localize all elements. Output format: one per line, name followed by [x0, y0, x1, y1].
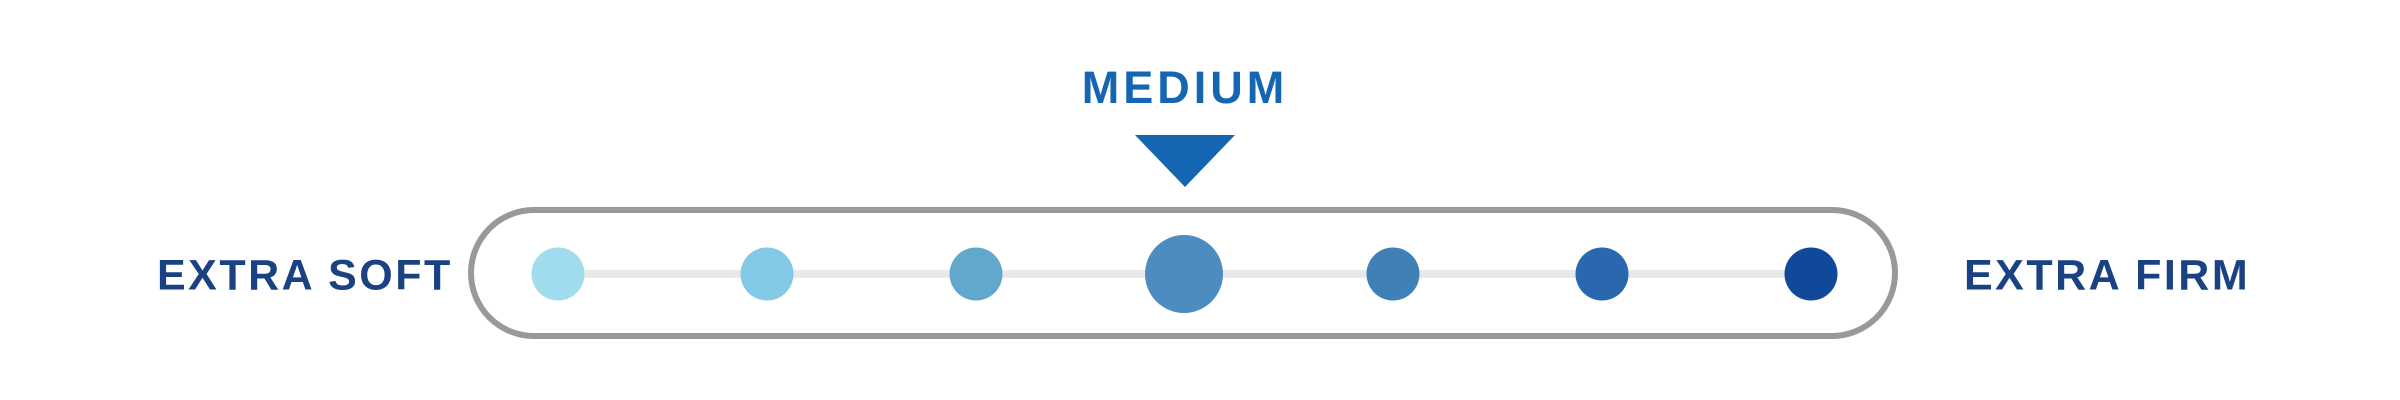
firmness-dot-2 — [740, 247, 794, 301]
pointer-triangle-icon — [1135, 135, 1235, 187]
firmness-dot-6 — [1575, 247, 1629, 301]
extra-soft-label: EXTRA SOFT — [157, 251, 453, 300]
firmness-dot-7 — [1784, 247, 1838, 301]
extra-firm-label: EXTRA FIRM — [1964, 251, 2251, 300]
firmness-dot-4-selected — [1145, 235, 1224, 313]
selected-firmness-label: MEDIUM — [1081, 62, 1289, 113]
scale-track-container — [468, 207, 1898, 339]
firmness-dot-5 — [1366, 247, 1420, 301]
firmness-dot-3 — [949, 247, 1003, 301]
firmness-dot-1 — [531, 247, 585, 301]
